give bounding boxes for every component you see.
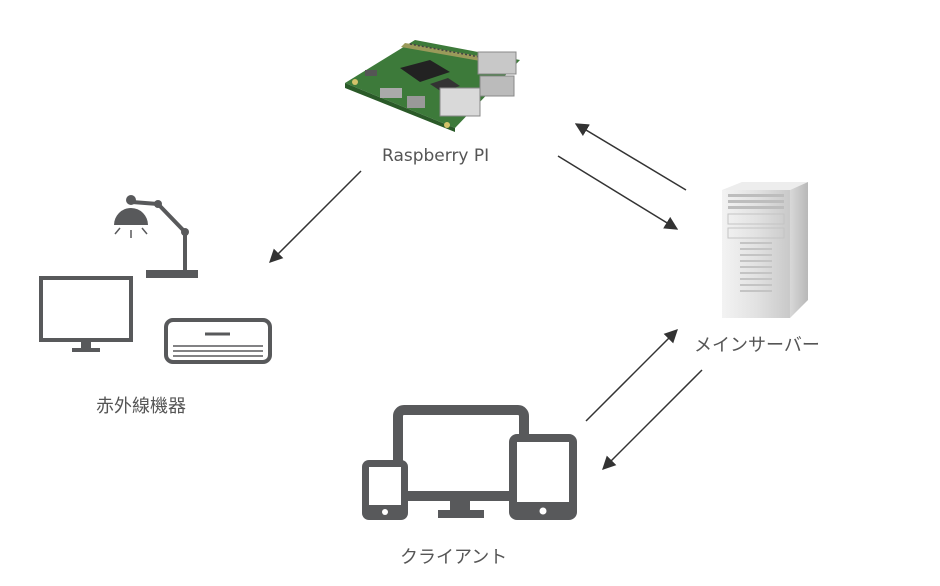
arrow-pi-to-server	[557, 155, 679, 230]
tablet-icon	[509, 434, 577, 520]
raspberry-pi-board-icon	[345, 40, 520, 132]
main-server-label: メインサーバー	[694, 335, 820, 356]
arrow-pi-to-ir	[269, 170, 362, 263]
arrows	[269, 123, 703, 470]
tower-server-icon	[722, 182, 808, 318]
arrow-client-to-server	[585, 329, 678, 422]
ir-devices-label: 赤外線機器	[96, 396, 186, 417]
arrow-server-to-pi	[574, 123, 687, 191]
raspberry-pi-label: Raspberry PI	[382, 146, 490, 166]
smartphone-icon	[362, 460, 408, 520]
monitor-icon	[39, 276, 133, 352]
air-conditioner-icon	[164, 318, 272, 364]
desk-lamp-icon	[114, 195, 198, 278]
desktop-monitor-icon	[393, 405, 529, 518]
arrow-server-to-client	[602, 369, 703, 470]
client-label: クライアント	[400, 547, 508, 568]
